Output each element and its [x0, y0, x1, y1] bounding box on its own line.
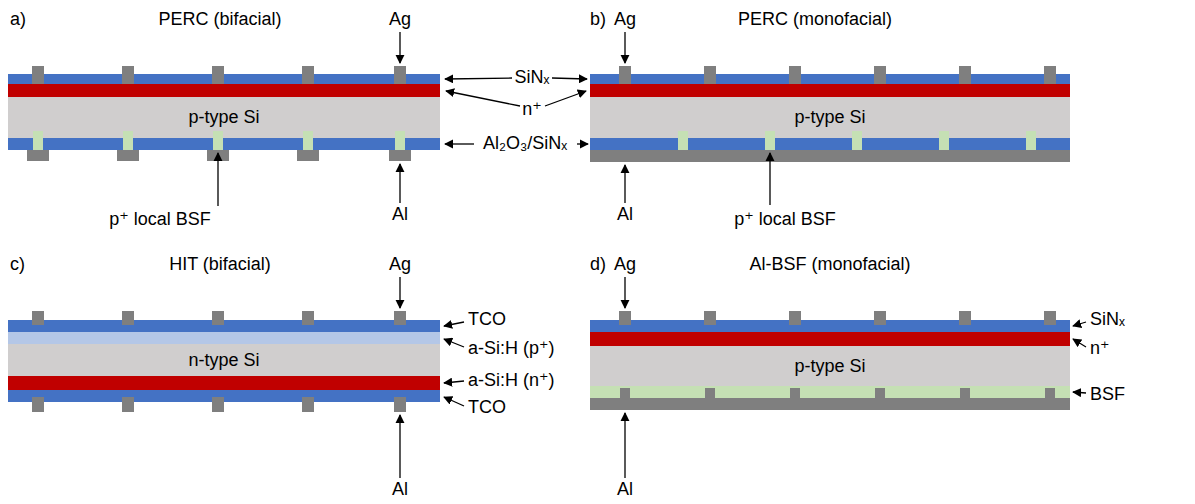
layer-label: p-type Si: [794, 107, 865, 128]
leader-arrows: [218, 32, 1086, 478]
layer-callout: Al: [617, 205, 633, 225]
layer-callout: n⁺: [522, 100, 542, 120]
layer-callout: a-Si:H (n⁺): [468, 371, 555, 391]
perc-monofacial-stack: [590, 66, 1070, 162]
silicon-wafer-band: p-type Si: [590, 346, 1070, 386]
layer-callout: Ag: [389, 10, 411, 30]
layer-callout: p⁺ local BSF: [734, 210, 836, 230]
layer-callout: Ag: [389, 255, 411, 275]
al-bsf-stack: [590, 311, 1070, 410]
silicon-wafer-band: n-type Si: [8, 344, 440, 376]
layer-callout: TCO: [468, 398, 506, 418]
layer-callout: Al: [392, 205, 408, 225]
layer-callout: Al₂O₃/SiNₓ: [483, 134, 567, 154]
hit-bifacial-stack: [8, 311, 440, 412]
panel-title: PERC (bifacial): [158, 10, 281, 30]
layer-callout: Ag: [614, 10, 636, 30]
panel-letter: d): [590, 255, 606, 275]
panel-letter: b): [590, 10, 606, 30]
perc-bifacial-stack: [8, 66, 440, 161]
layer-callout: Ag: [614, 255, 636, 275]
layer-callout: SiNₓ: [515, 68, 550, 88]
panel-letter: c): [10, 255, 25, 275]
layer-callout: Al: [617, 480, 633, 500]
layer-callout: BSF: [1090, 385, 1125, 405]
panel-title: PERC (monofacial): [738, 10, 892, 30]
silicon-wafer-band: p-type Si: [590, 97, 1070, 138]
panel-title: Al-BSF (monofacial): [749, 255, 910, 275]
layer-callout: a-Si:H (p⁺): [468, 339, 555, 359]
layer-label: n-type Si: [188, 350, 259, 371]
layer-callout: p⁺ local BSF: [109, 210, 211, 230]
panel-letter: a): [10, 10, 26, 30]
layer-label: p-type Si: [794, 356, 865, 377]
layer-callout: n⁺: [1090, 339, 1110, 359]
layer-callout: Al: [392, 480, 408, 500]
layer-callout: SiNₓ: [1090, 310, 1125, 330]
layer-label: p-type Si: [188, 107, 259, 128]
layer-callout: TCO: [468, 310, 506, 330]
silicon-wafer-band: p-type Si: [8, 97, 440, 138]
panel-title: HIT (bifacial): [169, 255, 271, 275]
